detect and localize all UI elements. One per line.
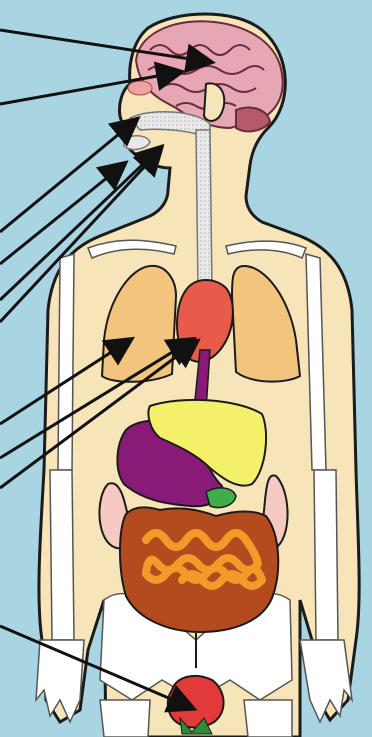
forearm-right [314,470,338,640]
ear [204,83,224,121]
forearm-left [50,470,74,640]
femur-right [244,700,292,737]
pharynx-trachea [196,130,212,290]
tongue [128,81,152,95]
femur-left [100,700,150,737]
arrow-mouth-1 [0,120,136,232]
hand-right [300,640,352,722]
